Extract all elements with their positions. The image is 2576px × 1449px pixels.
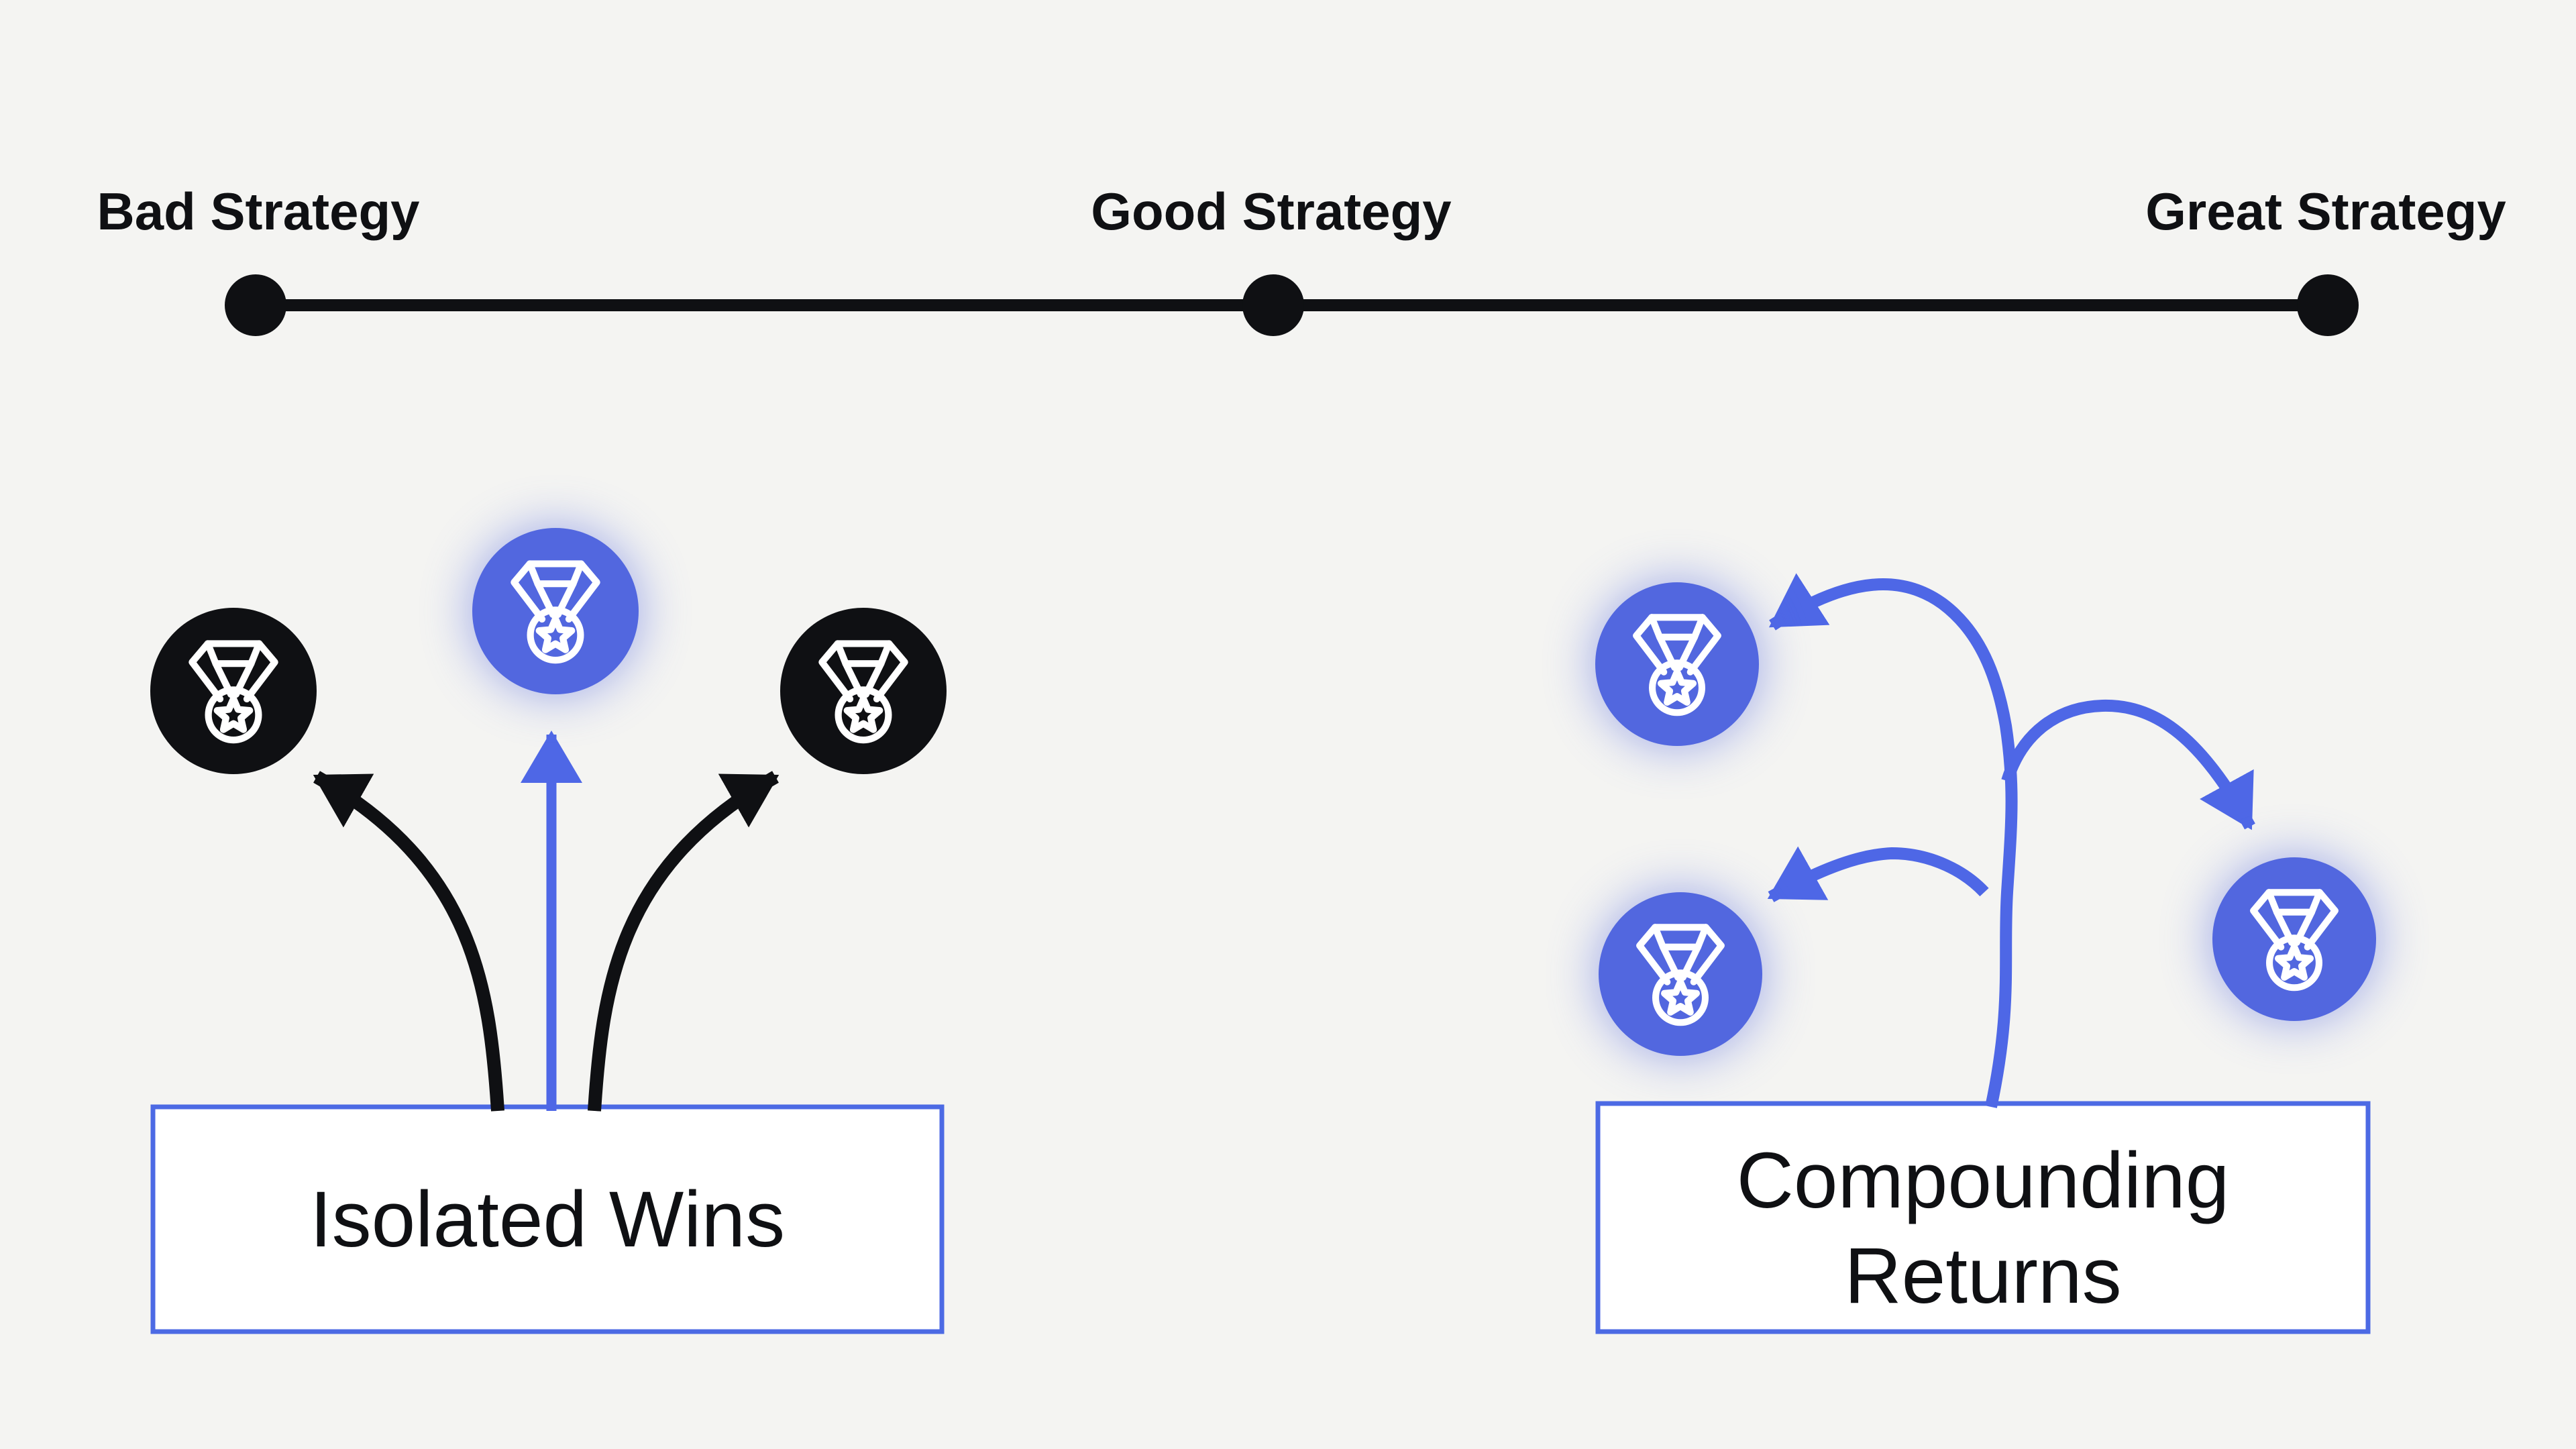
medal-black-left <box>150 608 317 774</box>
spectrum-label-great: Great Strategy <box>2145 182 2506 241</box>
spectrum-dot-bad <box>225 274 286 336</box>
isolated-wins-box <box>150 1104 945 1334</box>
isolated-wins-label: Isolated Wins <box>310 1175 785 1264</box>
medal-blue-top <box>1593 580 1762 749</box>
diverging-arrow-right <box>588 771 780 1112</box>
diverging-arrow-left <box>313 771 504 1112</box>
branch-right-arrow <box>2001 699 2255 830</box>
spectrum-label-good: Good Strategy <box>1091 182 1451 241</box>
spectrum-label-bad: Bad Strategy <box>97 182 419 241</box>
medal-blue-right <box>2210 855 2379 1024</box>
compounding-returns-group: Compounding Returns <box>1593 573 2379 1334</box>
medal-black-right <box>780 608 947 774</box>
compounding-returns-label-line2: Returns <box>1844 1232 2121 1320</box>
spectrum: Bad Strategy Good Strategy Great Strateg… <box>97 182 2506 336</box>
spectrum-dot-good <box>1242 274 1304 336</box>
spectrum-dot-great <box>2297 274 2359 336</box>
compounding-returns-label-line1: Compounding <box>1737 1136 2230 1225</box>
medal-blue-center <box>470 525 641 697</box>
branch-stem-arrow <box>1768 573 2018 1108</box>
medal-blue-bottom <box>1596 890 1765 1059</box>
compounding-returns-box <box>1595 1101 2371 1334</box>
isolated-wins-group: Isolated Wins <box>150 525 947 1334</box>
branch-left-arrow <box>1767 846 1989 902</box>
